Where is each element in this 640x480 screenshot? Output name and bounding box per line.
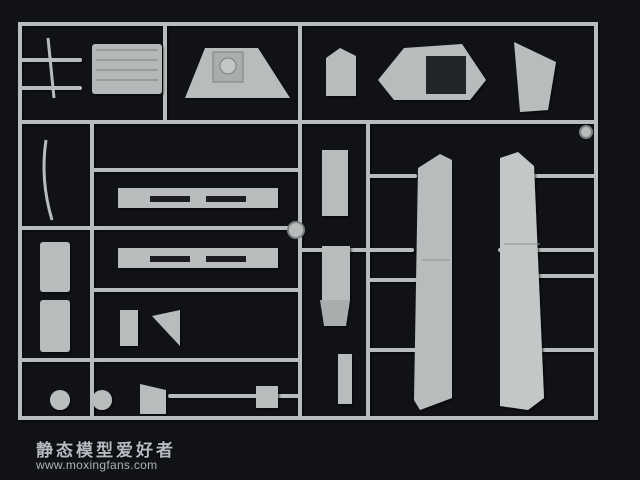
part-curved-handle [42, 139, 54, 221]
part-stowage-box [92, 44, 162, 94]
part-small-box [120, 310, 180, 346]
part-front-hull [378, 44, 486, 100]
watermark-title: 静态模型爱好者 [36, 441, 176, 461]
part-turret-hatch [185, 48, 290, 98]
part-side-plate-small [326, 48, 356, 96]
sprue-hub [287, 221, 305, 239]
part-rod [46, 37, 56, 99]
part-hull-side-left [414, 154, 452, 410]
part-bracket [40, 242, 70, 352]
watermark-url: www.moxingfans.com [36, 458, 158, 472]
part-wheels [50, 384, 278, 414]
part-long-bar [118, 188, 278, 268]
part-hull-side-right [500, 152, 544, 410]
part-rear-plate [514, 42, 556, 112]
sprue-tag [579, 125, 593, 139]
part-column-brackets [320, 150, 352, 404]
